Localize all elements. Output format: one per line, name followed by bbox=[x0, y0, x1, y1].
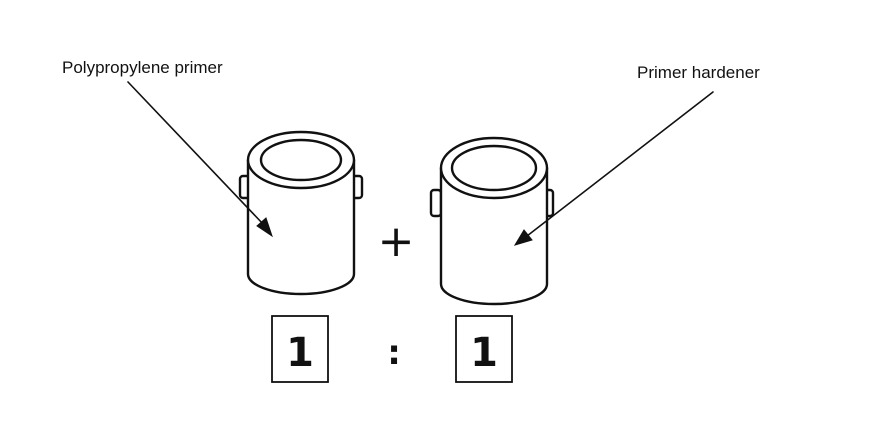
right-can-rim bbox=[439, 136, 549, 200]
right-can-lid bbox=[450, 144, 538, 192]
right-can-label: Primer hardener bbox=[637, 63, 760, 82]
left-can-body bbox=[246, 158, 356, 296]
ratio-right-value: 1 bbox=[470, 330, 498, 376]
ratio-right-box bbox=[455, 315, 513, 383]
right-can-body bbox=[439, 166, 549, 306]
right-can-handle-left bbox=[429, 188, 443, 218]
mix-ratio: 1 : 1 bbox=[271, 315, 513, 383]
polypropylene-primer-can bbox=[238, 130, 364, 296]
ratio-separator: : bbox=[387, 333, 401, 373]
left-can-lid bbox=[259, 138, 343, 182]
primer-hardener-can bbox=[429, 136, 555, 306]
ratio-left-box bbox=[271, 315, 329, 383]
left-label-arrow bbox=[127, 81, 273, 238]
left-can-label: Polypropylene primer bbox=[62, 58, 223, 77]
ratio-left-value: 1 bbox=[286, 330, 314, 376]
right-label-arrow bbox=[513, 91, 714, 246]
plus-sign: + bbox=[378, 216, 415, 267]
